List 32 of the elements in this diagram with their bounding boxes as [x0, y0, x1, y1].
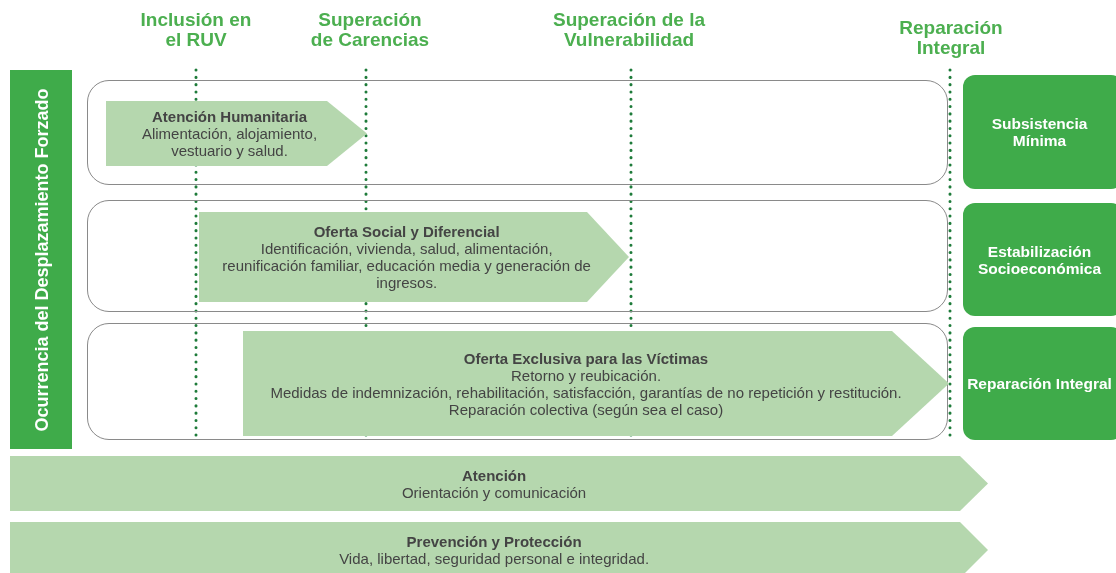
- milestone-heading: Inclusión en el RUV: [139, 10, 253, 50]
- result-box: [963, 75, 1116, 189]
- result-label: Subsistencia Mínima: [990, 115, 1089, 149]
- arrow-band: [199, 212, 629, 302]
- side-bar: [10, 70, 72, 449]
- band-description: Vida, libertad, seguridad personal e integridad.: [339, 550, 650, 567]
- band-description: Reparación colectiva (según sea el caso): [448, 400, 724, 418]
- rounded-row: [87, 80, 948, 185]
- band-heading: Prevención y Protección: [406, 533, 582, 550]
- band-description: Medidas de indemnización, rehabilitación, satisfacción, garantías de no repetición y restitución.: [270, 383, 902, 401]
- result-label: Reparación Integral: [967, 375, 1112, 392]
- rounded-row: [87, 200, 948, 312]
- rounded-row: [87, 323, 948, 440]
- band-description: Alimentación, alojamiento, vestuario y salud.: [140, 125, 319, 159]
- arrow-band: [10, 522, 988, 573]
- band-heading: Atención: [462, 466, 527, 484]
- band-description: Retorno y reubicación.: [510, 366, 662, 384]
- band-description: Orientación y comunicación: [401, 483, 587, 501]
- result-box: [963, 203, 1116, 316]
- band-description: Identificación, vivienda, salud, alimentación, reunificación familiar, educación media y generación de ingresos.: [221, 240, 592, 291]
- arrow-band: [10, 456, 988, 511]
- side-title: Ocurrencia del Desplazamiento Forzado: [29, 86, 53, 434]
- band-heading: Oferta Exclusiva para las Víctimas: [463, 349, 709, 367]
- result-label: Estabilización Socioeconómica: [976, 242, 1103, 277]
- arrow-band: [106, 101, 367, 166]
- band-heading: Oferta Social y Diferencial: [313, 223, 500, 240]
- result-box: [963, 327, 1116, 440]
- milestone-heading: Superación de Carencias: [309, 10, 431, 50]
- band-heading: Atención Humanitaria: [152, 108, 307, 125]
- arrow-band: [243, 331, 949, 436]
- milestone-heading: Reparación Integral: [898, 18, 1004, 58]
- milestone-heading: Superación de la Vulnerabilidad: [551, 10, 706, 50]
